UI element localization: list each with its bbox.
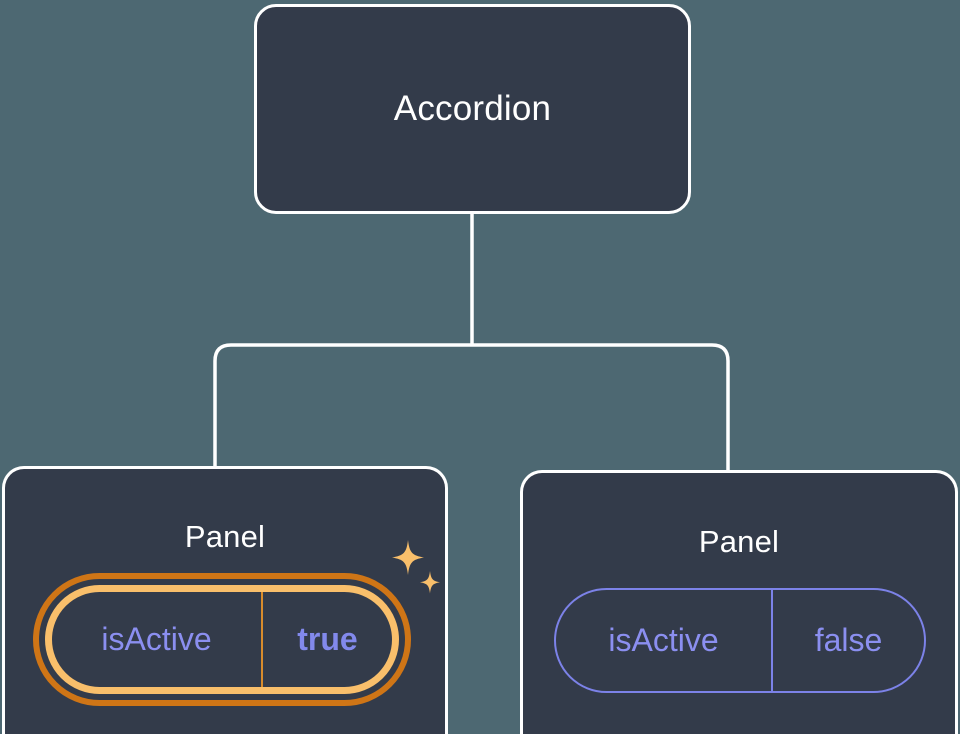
prop-pill-inner-ring: isActive true: [45, 585, 399, 694]
prop-key-label: isActive: [52, 592, 263, 687]
prop-pill-isactive-true[interactable]: isActive true: [33, 573, 411, 706]
prop-pill-isactive-false[interactable]: isActive false: [554, 588, 926, 693]
node-panel-right-title: Panel: [698, 524, 780, 559]
node-accordion-title: Accordion: [393, 89, 552, 128]
connector-branch-bus: [213, 343, 730, 470]
node-accordion[interactable]: Accordion: [254, 4, 691, 214]
prop-key-label: isActive: [556, 590, 773, 691]
prop-value-label: false: [814, 622, 883, 658]
prop-value-label: true: [297, 621, 358, 657]
node-panel-left-title: Panel: [184, 519, 266, 554]
